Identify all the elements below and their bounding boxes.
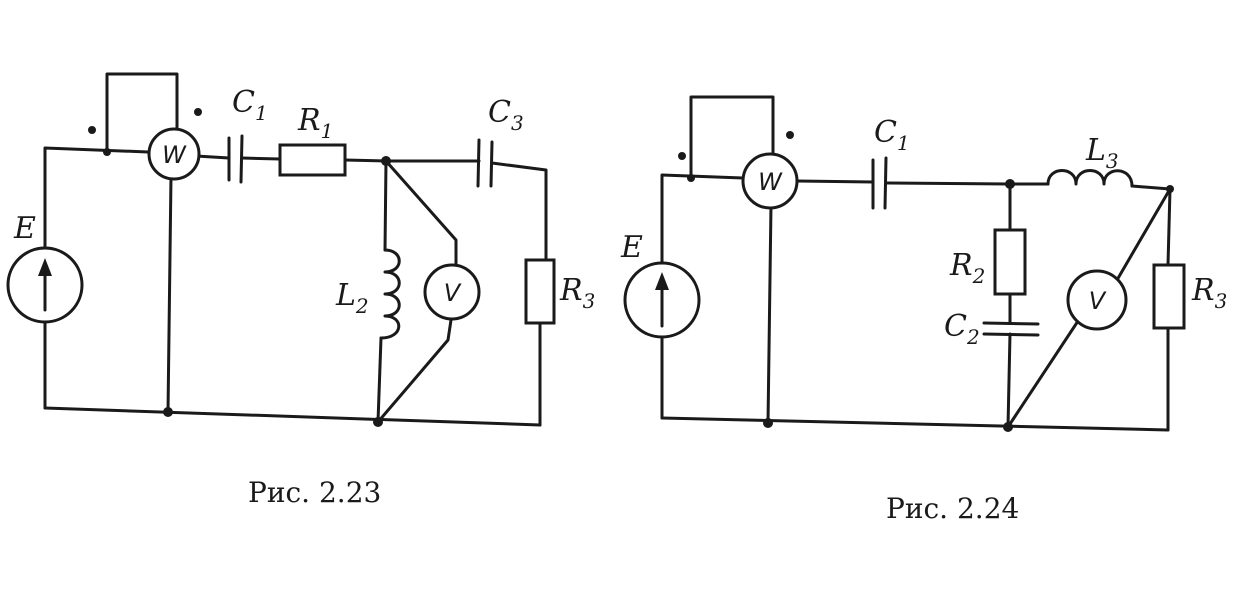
- wires: [660, 95, 1172, 432]
- figure-2-23: E W C1 R1 C3 L2 V R: [6, 72, 595, 509]
- label-c1: C1: [874, 115, 910, 155]
- voltmeter: V: [1066, 269, 1128, 331]
- node: [163, 407, 173, 417]
- polarity-dot: [678, 152, 686, 160]
- label-c2: C2: [944, 309, 980, 349]
- polarity-dot: [786, 131, 794, 139]
- label-l2: L2: [335, 278, 369, 318]
- node: [381, 156, 391, 166]
- label-r2: R2: [949, 248, 985, 288]
- resistor-r3: [1152, 263, 1186, 330]
- node: [373, 417, 383, 427]
- polarity-dot: [194, 108, 202, 116]
- figure-caption: Рис. 2.24: [886, 492, 1019, 525]
- figure-2-24: E W C1 L3 R2 C2 V R: [620, 95, 1227, 525]
- resistor-r3: [524, 258, 556, 325]
- voltmeter: V: [423, 263, 481, 321]
- inductor-l2: [379, 248, 401, 340]
- label-r3: R3: [1191, 273, 1227, 313]
- label-e: E: [13, 211, 36, 246]
- wattmeter: W: [741, 152, 799, 210]
- node: [1003, 422, 1013, 432]
- wattmeter-symbol: W: [758, 168, 783, 196]
- label-c1: C1: [232, 85, 268, 125]
- wires: [43, 72, 548, 427]
- voltmeter-symbol: V: [1089, 287, 1107, 315]
- node: [1166, 185, 1174, 193]
- label-l3: L3: [1085, 133, 1119, 173]
- node: [103, 148, 111, 156]
- emf-source-e: [6, 246, 84, 324]
- wattmeter-symbol: W: [162, 141, 187, 169]
- resistor-r2: [993, 228, 1027, 296]
- node: [763, 418, 773, 428]
- capacitor-c2: [982, 321, 1040, 337]
- figure-caption: Рис. 2.23: [248, 476, 381, 509]
- emf-source-e: [623, 261, 701, 339]
- wattmeter: W: [147, 127, 201, 181]
- node: [1005, 179, 1015, 189]
- label-c3: C3: [488, 95, 524, 135]
- node: [687, 174, 695, 182]
- capacitor-c1: [871, 156, 888, 210]
- label-r1: R1: [297, 103, 333, 143]
- inductor-l3: [1046, 169, 1134, 188]
- capacitor-c1: [227, 134, 244, 184]
- voltmeter-symbol: V: [444, 279, 462, 307]
- resistor-r1: [278, 143, 347, 177]
- capacitor-c3: [476, 138, 494, 188]
- label-r3: R3: [559, 273, 595, 313]
- label-e: E: [620, 230, 643, 265]
- polarity-dot: [88, 126, 96, 134]
